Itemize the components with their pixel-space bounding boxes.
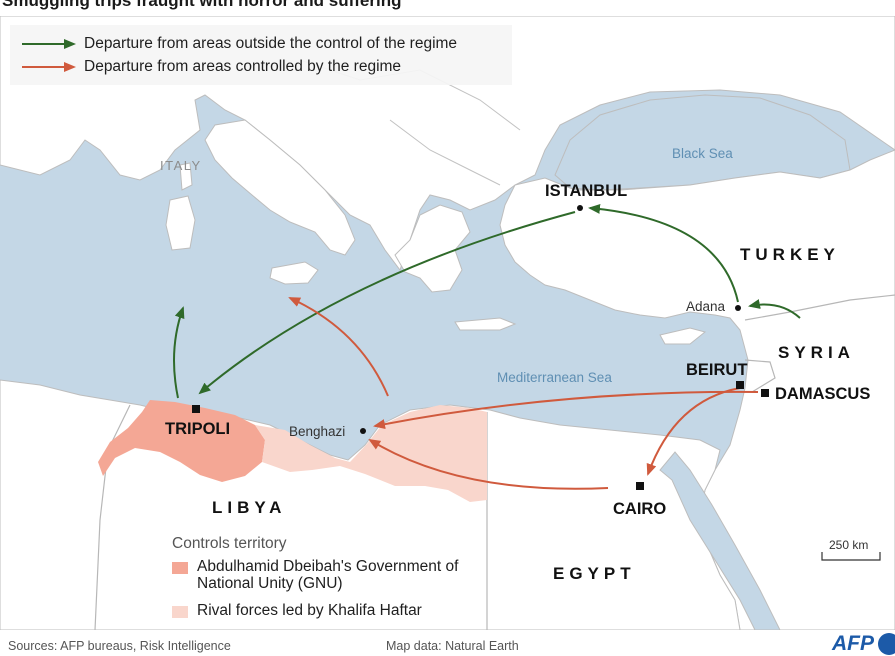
- land-turkey-levant: [499, 149, 895, 630]
- label-cairo: CAIRO: [613, 500, 667, 518]
- arrow-damascus-benghazi: [373, 390, 759, 429]
- arrow-cairo-benghazi: [368, 438, 609, 490]
- red-sea: [659, 451, 781, 630]
- label-tripoli: TRIPOLI: [165, 420, 231, 438]
- scale-label: 250 km: [829, 538, 869, 552]
- territory-haftar: [255, 405, 487, 502]
- legend-green-label: Departure from areas outside the control…: [84, 35, 458, 52]
- label-black-sea: Black Sea: [672, 146, 733, 161]
- border-europe-2: [389, 119, 501, 186]
- land-crete: [454, 317, 517, 331]
- arrow-legend: Departure from areas outside the control…: [10, 25, 512, 85]
- swatch-gnu: [172, 562, 188, 574]
- arrow-benghazi-italy: [288, 297, 389, 397]
- border-turkey-syria: [744, 294, 895, 321]
- territory-gnu: [98, 400, 265, 482]
- legend-red-arrow-icon: [22, 62, 76, 72]
- map-data-text: Map data: Natural Earth: [386, 639, 519, 653]
- label-syria: SYRIA: [778, 343, 855, 362]
- arrow-syria-adana: [748, 299, 801, 319]
- land-corsica: [179, 162, 193, 191]
- arrow-tripoli-italy: [173, 306, 185, 399]
- arrow-adana-istanbul: [588, 203, 739, 303]
- label-italy: ITALY: [160, 158, 202, 173]
- legend-row-red: Departure from areas controlled by the r…: [20, 55, 401, 79]
- scale-bar: [821, 552, 881, 561]
- border-syria-lebanon: [744, 359, 776, 393]
- legend-row-green: Departure from areas outside the control…: [20, 32, 457, 56]
- arrow-beirut-cairo: [646, 387, 741, 476]
- map-svg: [0, 16, 895, 630]
- territory-haftar-label: Rival forces led by Khalifa Haftar: [197, 602, 422, 619]
- legend-red-label: Departure from areas controlled by the r…: [84, 58, 402, 75]
- label-adana: Adana: [686, 299, 726, 314]
- marker-cairo: [636, 482, 644, 490]
- territory-gnu-label: Abdulhamid Dbeibah's Government of Natio…: [197, 558, 459, 592]
- land-sicily: [269, 261, 319, 285]
- label-istanbul: ISTANBUL: [545, 182, 628, 200]
- land-italy: [204, 119, 356, 256]
- legend-green-arrow-icon: [22, 39, 76, 49]
- map-area: [0, 16, 895, 630]
- marker-beirut: [736, 381, 744, 389]
- marker-istanbul: [577, 205, 583, 211]
- label-turkey: TURKEY: [740, 245, 840, 264]
- label-mediterranean: Mediterranean Sea: [497, 370, 612, 385]
- label-benghazi: Benghazi: [289, 424, 346, 439]
- border-libya-west: [94, 404, 131, 630]
- land-sardinia: [165, 195, 196, 251]
- map-title: Smuggling trips fraught with horror and …: [2, 0, 402, 10]
- label-egypt: EGYPT: [553, 564, 636, 583]
- afp-logo: AFP: [832, 632, 874, 655]
- label-damascus: DAMASCUS: [775, 385, 871, 403]
- swatch-haftar: [172, 606, 188, 618]
- sources-text: Sources: AFP bureaus, Risk Intelligence: [8, 639, 231, 653]
- label-libya: LIBYA: [212, 498, 287, 517]
- label-beirut: BEIRUT: [686, 361, 748, 379]
- afp-logo-circle-icon: [878, 633, 895, 655]
- arrow-istanbul-tripoli: [198, 211, 576, 395]
- land-cyprus: [659, 327, 707, 345]
- territory-legend-title: Controls territory: [172, 535, 287, 552]
- marker-adana: [735, 305, 741, 311]
- marker-damascus: [761, 389, 769, 397]
- marker-benghazi: [360, 428, 366, 434]
- marker-tripoli: [192, 405, 200, 413]
